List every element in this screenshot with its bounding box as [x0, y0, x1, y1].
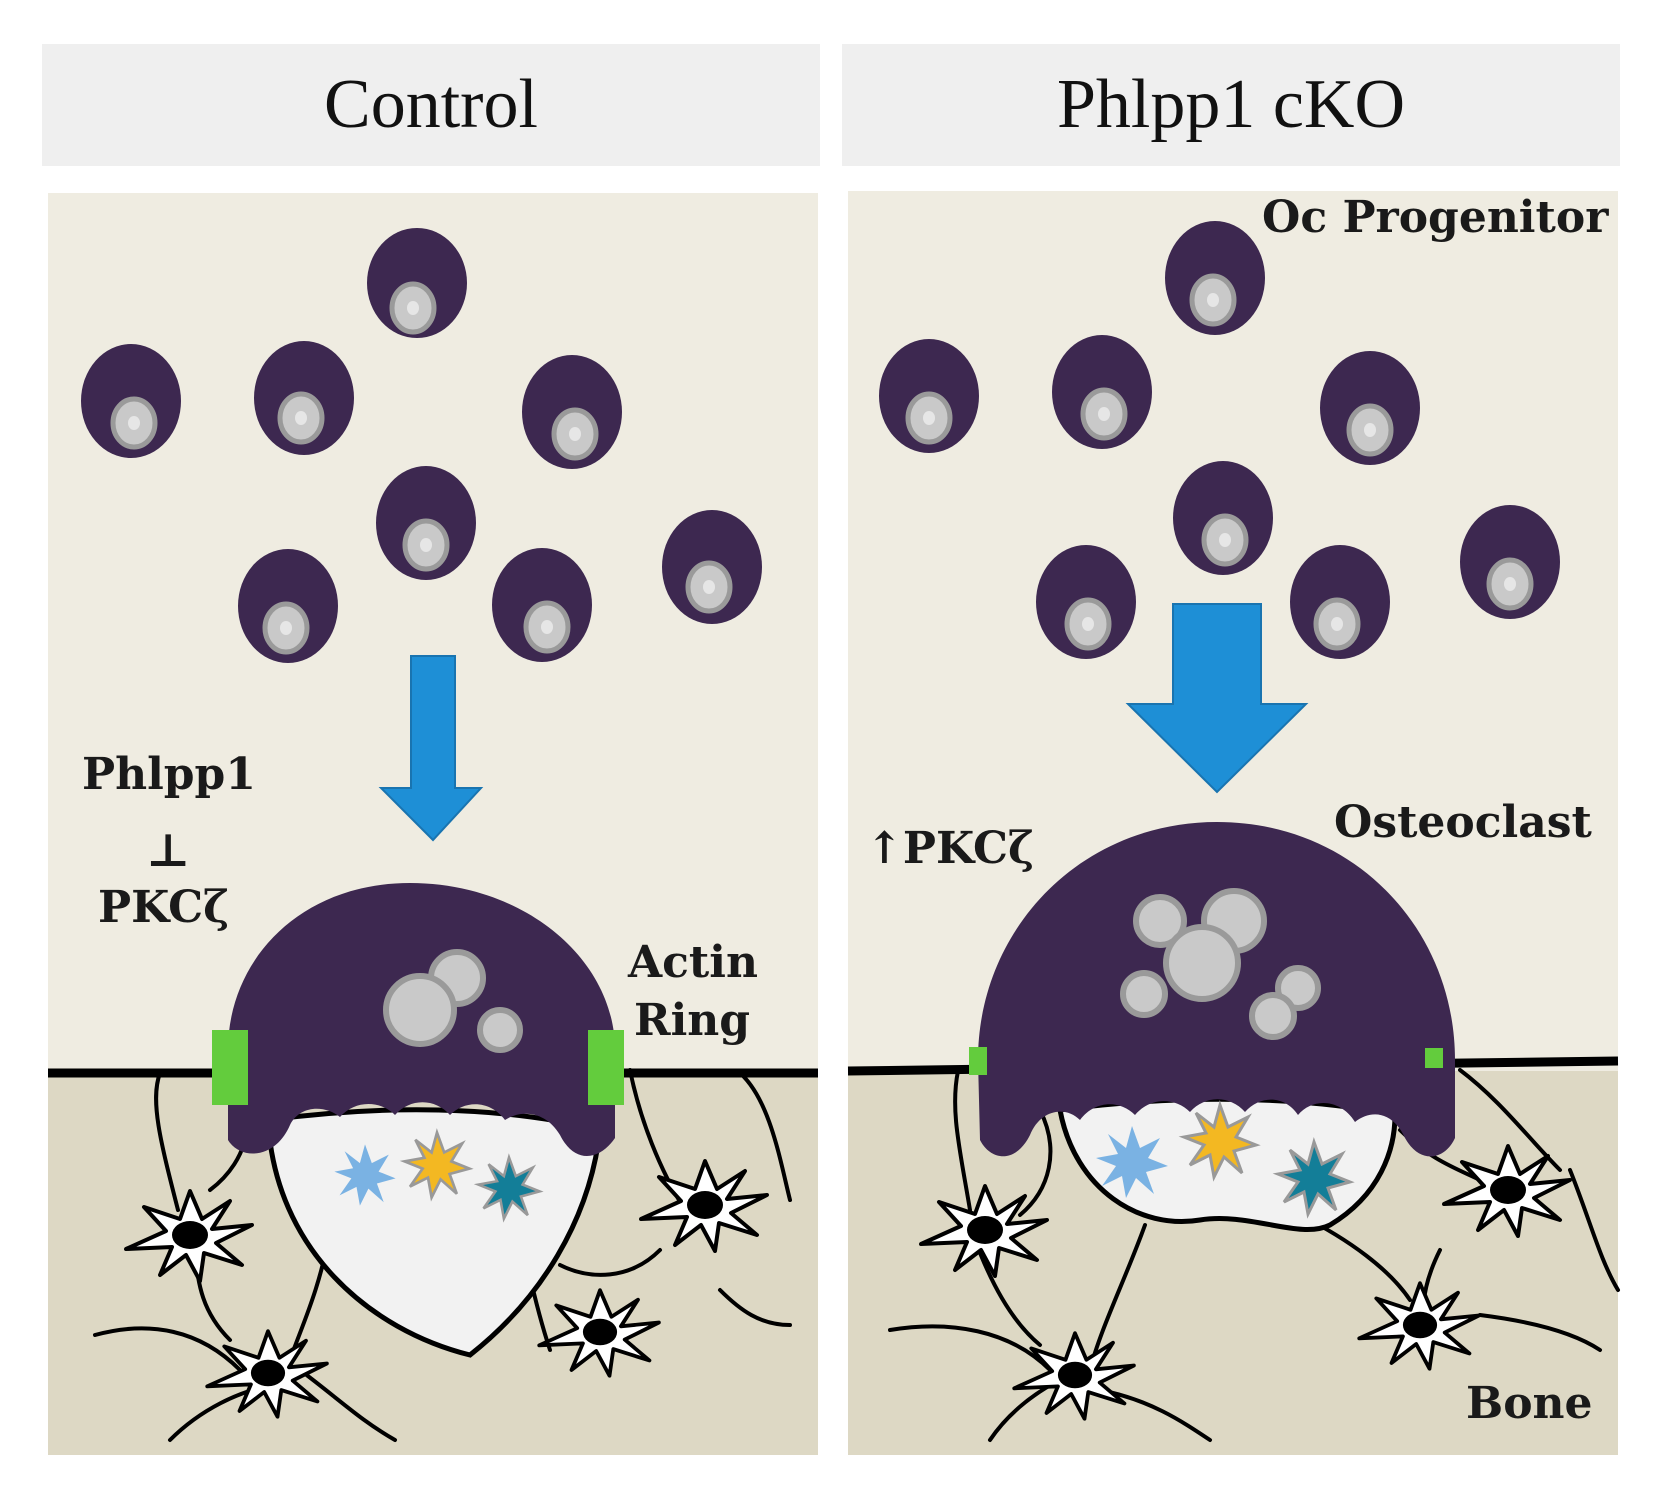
actin-ring-right: [1425, 1048, 1443, 1068]
pkc-zeta-label: PKCζ: [98, 882, 229, 933]
nucleus: [1120, 970, 1168, 1018]
oc-progenitor-label: Oc Progenitor: [1262, 192, 1609, 243]
actin-ring-left: [212, 1030, 248, 1105]
differentiation-arrow: [378, 655, 484, 842]
nucleus: [383, 973, 457, 1047]
actin-ring-left: [969, 1047, 987, 1075]
control-panel-title: Control: [42, 44, 820, 166]
osteoclast-nuclei: [1120, 888, 1321, 1040]
bone-label: Bone: [1466, 1378, 1593, 1429]
actin-ring-right: [588, 1030, 624, 1105]
progenitor-cell: [1173, 461, 1273, 575]
nucleus: [1249, 992, 1297, 1040]
progenitor-cell: [879, 339, 979, 453]
progenitor-cell: [1165, 221, 1265, 335]
progenitor-cell: [238, 549, 338, 663]
cko-panel: Oc Progenitor Osteoclast ↑PKCζ Bone: [847, 191, 1620, 1455]
progenitor-cell: [1460, 505, 1560, 619]
oc-progenitor-cells: [879, 221, 1560, 659]
progenitor-cell: [376, 466, 476, 580]
progenitor-cell: [1036, 545, 1136, 659]
nucleus: [1163, 924, 1241, 1002]
progenitor-cell: [367, 228, 467, 338]
progenitor-cell: [1320, 351, 1420, 465]
cko-panel-title: Phlpp1 cKO: [842, 44, 1620, 166]
actin-ring-label-line1: Actin: [627, 937, 758, 988]
inhibition-symbol: ⊥: [146, 823, 190, 877]
nucleus: [1133, 894, 1187, 948]
osteoclast-nuclei: [383, 949, 523, 1053]
phlpp1-label: Phlpp1: [82, 749, 256, 800]
progenitor-cell: [1052, 335, 1152, 449]
differentiation-arrow-enhanced: [1125, 603, 1309, 794]
pkc-zeta-up-label: ↑PKCζ: [866, 823, 1034, 874]
control-panel: Phlpp1 ⊥ PKCζ Actin Ring: [48, 193, 818, 1455]
oc-progenitor-cells: [81, 228, 762, 663]
progenitor-cell: [81, 344, 181, 458]
progenitor-cell: [662, 510, 762, 624]
progenitor-cell: [492, 548, 592, 662]
progenitor-cell: [254, 341, 354, 455]
nucleus: [477, 1007, 523, 1053]
progenitor-cell: [522, 355, 622, 469]
actin-ring-label-line2: Ring: [634, 995, 750, 1046]
progenitor-cell: [1290, 545, 1390, 659]
osteoclast-label: Osteoclast: [1334, 797, 1593, 848]
